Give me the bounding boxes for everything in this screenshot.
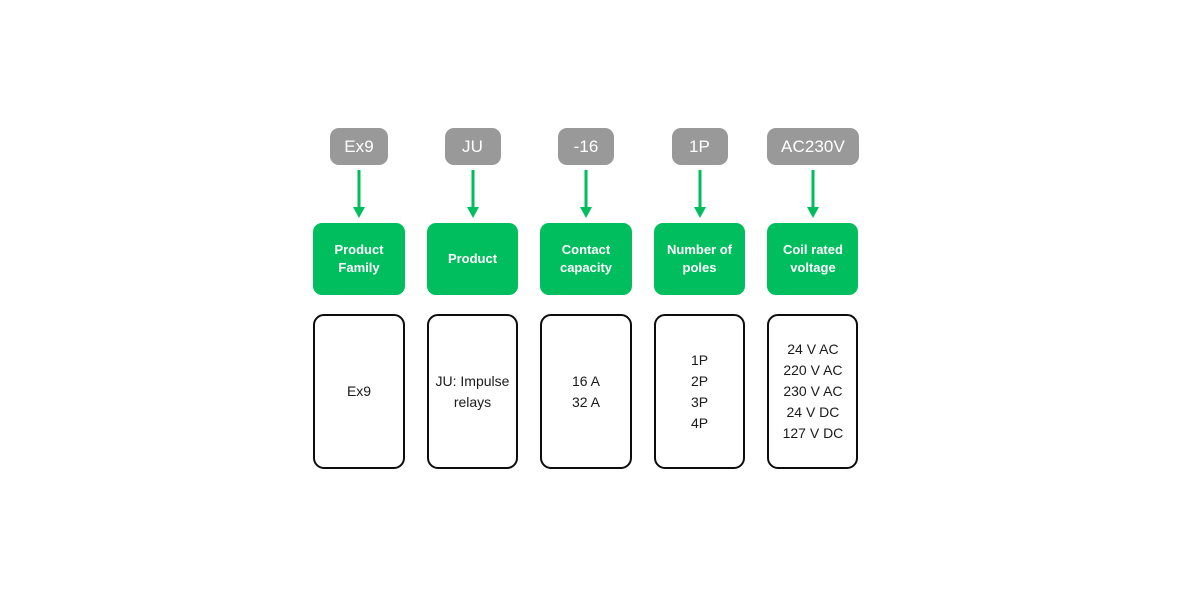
diagram-column: Ex9 Product Family Ex9 [313, 128, 405, 469]
label-box: Number of poles [654, 223, 745, 295]
code-pill: 1P [671, 128, 728, 165]
diagram-column: -16 Contact capacity 16 A 32 A [540, 128, 632, 469]
diagram-column: AC230V Coil rated voltage 24 V AC 220 V … [767, 128, 859, 469]
label-box: Product [427, 223, 518, 295]
arrow-down-icon [693, 170, 706, 218]
code-pill: AC230V [767, 128, 859, 165]
label-box: Contact capacity [540, 223, 632, 295]
label-box: Coil rated voltage [767, 223, 859, 295]
detail-box: 16 A 32 A [540, 314, 632, 469]
detail-box: JU: Impulse relays [427, 314, 518, 469]
arrow-down-icon [466, 170, 479, 218]
arrow-down-icon [353, 170, 365, 218]
detail-box: Ex9 [313, 314, 405, 469]
label-box: Product Family [313, 223, 405, 295]
code-pill: Ex9 [330, 128, 388, 165]
detail-box: 24 V AC 220 V AC 230 V AC 24 V DC 127 V … [767, 314, 859, 469]
arrow-down-icon [580, 170, 592, 218]
diagram-column: 1P Number of poles 1P 2P 3P 4P [654, 128, 745, 469]
arrow-down-icon [806, 170, 819, 218]
code-pill: -16 [558, 128, 614, 165]
detail-box: 1P 2P 3P 4P [654, 314, 745, 469]
code-pill: JU [444, 128, 501, 165]
diagram-columns: Ex9 Product Family Ex9 JU Product JU: Im… [313, 128, 859, 469]
diagram-column: JU Product JU: Impulse relays [427, 128, 518, 469]
